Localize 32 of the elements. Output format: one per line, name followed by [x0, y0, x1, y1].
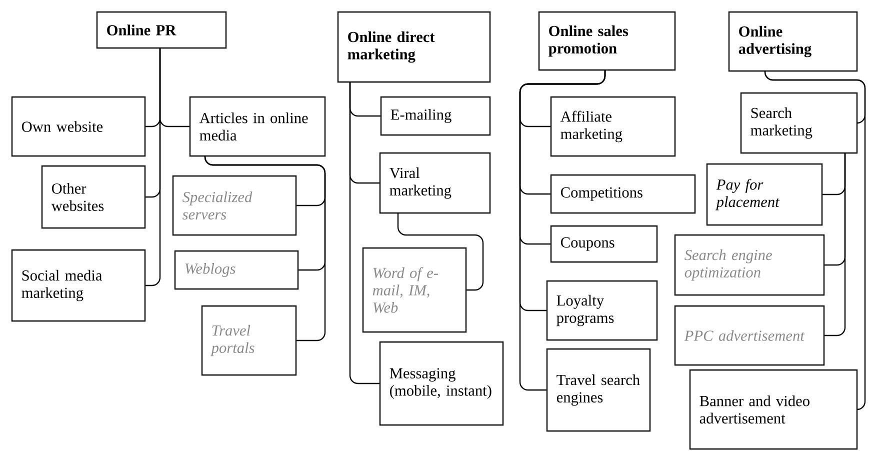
- item-box: Loyalty programs: [546, 280, 658, 341]
- item-box: Viral marketing: [379, 152, 491, 214]
- item-box: Affiliate marketing: [550, 96, 676, 157]
- connector-line: [204, 156, 326, 342]
- sub-item-box: Pay for placement: [706, 163, 823, 226]
- item-box: Own website: [11, 96, 146, 157]
- category-box: Online direct marketing: [337, 11, 491, 83]
- category-box: Online advertising: [728, 11, 858, 72]
- item-box: Articles in online media: [189, 96, 326, 157]
- connector-line: [824, 153, 846, 336]
- item-box: Competitions: [550, 174, 696, 214]
- connector-line: [159, 48, 190, 128]
- connector-line: [397, 213, 484, 291]
- item-box: E-mailing: [380, 96, 491, 136]
- connector-line: [519, 70, 606, 391]
- item-box: Travel search engines: [546, 348, 651, 432]
- item-box: Other websites: [41, 165, 146, 229]
- item-box: Social media marketing: [11, 249, 146, 322]
- item-box: Coupons: [550, 225, 658, 263]
- category-box: Online sales promotion: [538, 11, 676, 71]
- category-box: Online PR: [96, 11, 227, 49]
- connector-line: [349, 82, 380, 384]
- sub-item-box: Search engine optimization: [674, 234, 825, 296]
- sub-item-box: Specialized servers: [172, 175, 297, 236]
- item-box: Banner and video advertisement: [689, 369, 858, 450]
- sub-item-box: PPC advertisement: [674, 305, 825, 366]
- item-box: Messaging (mobile, instant): [379, 341, 504, 426]
- sub-item-box: Travel portals: [201, 305, 297, 376]
- sub-item-box: Weblogs: [174, 250, 299, 290]
- sub-item-box: Word of e-mail, IM, Web: [362, 247, 467, 333]
- connector-line: [764, 70, 866, 410]
- item-box: Search marketing: [740, 92, 858, 154]
